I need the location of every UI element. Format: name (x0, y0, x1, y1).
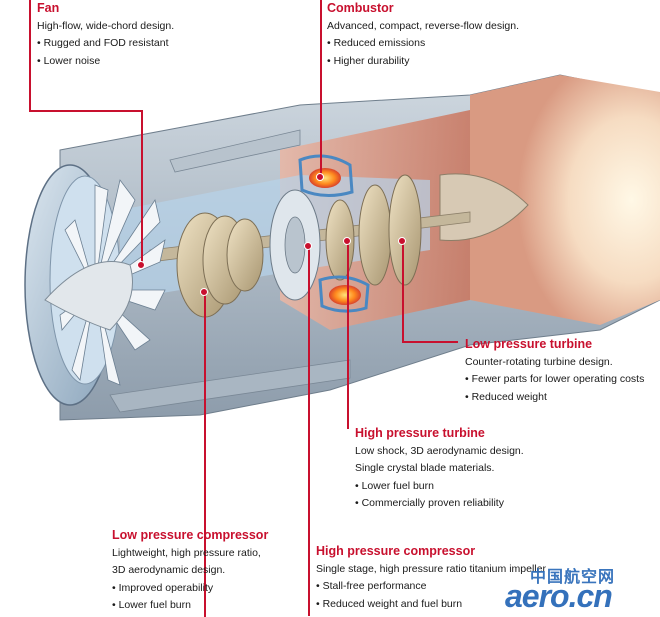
hpc-callout-bullet: Stall-free performance (316, 578, 546, 595)
combustor-callout-bullet: Reduced emissions (327, 35, 519, 52)
hpc-callout-line: Single stage, high pressure ratio titani… (316, 563, 546, 575)
fan-leader-line (29, 110, 141, 112)
fan-marker (137, 261, 145, 269)
hpc-leader-line (308, 246, 310, 616)
hpt-callout-bullet: Lower fuel burn (355, 478, 524, 495)
high-pressure-compressor-callout: High pressure compressor Single stage, h… (316, 543, 546, 613)
watermark-chinese-text: 中国航空网 (530, 569, 616, 586)
fan-leader-line (29, 0, 31, 110)
fan-callout-bullet: Rugged and FOD resistant (37, 35, 174, 52)
fan-callout-title: Fan (37, 1, 60, 15)
lpc-callout-line: Lightweight, high pressure ratio, (112, 547, 261, 559)
hpc-callout-title: High pressure compressor (316, 544, 476, 558)
hpt-marker (343, 237, 351, 245)
fan-callout-line: High-flow, wide-chord design. (37, 20, 175, 32)
lpt-callout-title: Low pressure turbine (465, 337, 593, 351)
lpt-callout-bullet: Fewer parts for lower operating costs (465, 371, 645, 388)
aero-cn-watermark: 中国航空网 aero.cn (500, 560, 660, 615)
high-pressure-turbine-callout: High pressure turbine Low shock, 3D aero… (355, 425, 524, 512)
lpc-callout-title: Low pressure compressor (112, 528, 269, 542)
hpt-callout-title: High pressure turbine (355, 426, 485, 440)
lpc-callout-bullet: Improved operability (112, 580, 268, 597)
low-pressure-turbine-callout: Low pressure turbine Counter-rotating tu… (465, 336, 644, 406)
combustor-callout-bullet: Higher durability (327, 53, 519, 70)
watermark-latin-text: aero.cn (505, 578, 613, 614)
lpt-callout-line: Counter-rotating turbine design. (465, 356, 613, 368)
lpt-leader-line (402, 341, 458, 343)
hpt-callout-bullet: Commercially proven reliability (355, 495, 524, 512)
fan-callout-bullet: Lower noise (37, 53, 174, 70)
lpc-callout-bullet: Lower fuel burn (112, 597, 268, 614)
lpc-marker (200, 288, 208, 296)
lpc-callout-line: 3D aerodynamic design. (112, 564, 226, 577)
combustor-callout-line: Advanced, compact, reverse-flow design. (327, 20, 520, 32)
hpt-leader-line (347, 241, 349, 429)
combustor-callout-title: Combustor (327, 1, 394, 15)
lpt-callout-bullet: Reduced weight (465, 389, 644, 406)
combustor-callout: Combustor Advanced, compact, reverse-flo… (327, 0, 519, 70)
lpt-leader-line (402, 241, 404, 341)
lpt-marker (398, 237, 406, 245)
fan-leader-line (141, 110, 143, 265)
low-pressure-compressor-callout: Low pressure compressor Lightweight, hig… (112, 527, 268, 614)
hpc-callout-bullet: Reduced weight and fuel burn (316, 596, 546, 613)
hpt-callout-line: Single crystal blade materials. (355, 462, 495, 475)
hpt-callout-line: Low shock, 3D aerodynamic design. (355, 445, 524, 457)
hpc-marker (304, 242, 312, 250)
combustor-marker (316, 173, 324, 181)
fan-callout: Fan High-flow, wide-chord design. Rugged… (37, 0, 174, 70)
lpc-leader-line (204, 292, 206, 617)
combustor-leader-line (320, 0, 322, 176)
